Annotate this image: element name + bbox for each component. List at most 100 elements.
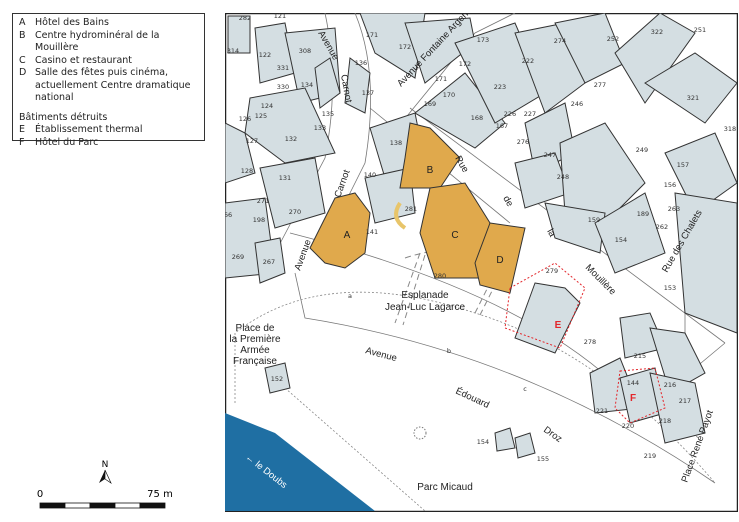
scale-start: 0	[37, 489, 43, 500]
svg-text:216: 216	[664, 381, 676, 389]
svg-text:262: 262	[656, 223, 668, 231]
svg-text:171: 171	[435, 75, 447, 83]
letter-e: E	[555, 320, 562, 331]
svg-text:189: 189	[637, 210, 649, 218]
lot-a: a	[348, 292, 352, 300]
svg-text:249: 249	[636, 146, 648, 154]
river-doubs	[225, 413, 375, 511]
letter-c: C	[451, 230, 458, 241]
svg-text:167: 167	[496, 122, 508, 130]
cadastral-map[interactable]: A B C D E F a b c Avenue Carnot Carnot A…	[225, 13, 738, 512]
letter-a: A	[344, 230, 351, 241]
street-carnot-top: Carnot	[338, 74, 354, 104]
svg-text:155: 155	[537, 455, 549, 463]
fountain-icon	[413, 426, 427, 440]
svg-text:Jean-Luc Lagarce: Jean-Luc Lagarce	[385, 302, 465, 313]
svg-text:218: 218	[659, 417, 671, 425]
svg-text:226: 226	[504, 110, 516, 118]
svg-text:135: 135	[322, 110, 334, 118]
lot-b: b	[447, 347, 451, 355]
svg-text:308: 308	[299, 47, 311, 55]
svg-text:122: 122	[259, 51, 271, 59]
svg-text:172: 172	[399, 43, 411, 51]
north-arrow-icon	[99, 470, 105, 483]
svg-text:198: 198	[253, 216, 265, 224]
scale-bar	[39, 502, 166, 509]
svg-text:248: 248	[557, 173, 569, 181]
letter-d: D	[496, 255, 503, 266]
svg-text:281: 281	[405, 205, 417, 213]
svg-text:Parc Micaud: Parc Micaud	[417, 482, 473, 493]
svg-text:321: 321	[687, 94, 699, 102]
svg-text:140: 140	[364, 171, 376, 179]
svg-text:330: 330	[277, 83, 289, 91]
svg-text:322: 322	[651, 28, 663, 36]
svg-text:144: 144	[627, 379, 639, 387]
svg-text:132: 132	[285, 135, 297, 143]
svg-text:215: 215	[634, 352, 646, 360]
building-a-hotel-des-bains[interactable]	[309, 192, 371, 269]
svg-text:127: 127	[246, 137, 258, 145]
svg-text:Armée: Armée	[240, 345, 270, 356]
svg-text:121: 121	[274, 13, 286, 20]
svg-text:276: 276	[517, 138, 529, 146]
svg-text:252: 252	[607, 35, 619, 43]
svg-text:126: 126	[239, 115, 251, 123]
svg-text:153: 153	[664, 284, 676, 292]
svg-text:Place de: Place de	[236, 323, 275, 334]
scale-and-north: N 0 75 m	[37, 460, 173, 509]
svg-text:270: 270	[289, 208, 301, 216]
svg-text:131: 131	[279, 174, 291, 182]
svg-text:la Première: la Première	[229, 334, 281, 345]
svg-text:138: 138	[390, 139, 402, 147]
svg-text:331: 331	[277, 64, 289, 72]
scale-end: 75 m	[147, 489, 173, 500]
svg-text:136: 136	[355, 59, 367, 67]
street-de: de	[500, 194, 515, 209]
letter-b: B	[427, 165, 434, 176]
svg-text:219: 219	[644, 452, 656, 460]
buildings	[225, 13, 738, 459]
svg-text:222: 222	[522, 57, 534, 65]
svg-text:66: 66	[225, 211, 232, 219]
building-d-salle-des-fetes[interactable]	[474, 222, 526, 294]
building-f-hotel-du-parc[interactable]	[614, 367, 666, 424]
svg-text:221: 221	[596, 407, 608, 415]
svg-text:Française: Française	[233, 356, 277, 367]
svg-text:282: 282	[239, 14, 251, 22]
legend-destroyed-heading: Bâtiments détruits	[19, 111, 108, 123]
svg-text:279: 279	[546, 267, 558, 275]
svg-text:271: 271	[257, 197, 269, 205]
svg-text:220: 220	[622, 422, 634, 430]
svg-text:217: 217	[679, 397, 691, 405]
svg-text:159: 159	[588, 216, 600, 224]
north-label: N	[102, 460, 109, 470]
svg-text:137: 137	[362, 89, 374, 97]
svg-text:263: 263	[668, 205, 680, 213]
fountain-arc	[394, 201, 407, 230]
svg-text:247: 247	[544, 151, 556, 159]
svg-text:269: 269	[232, 253, 244, 261]
svg-text:227: 227	[524, 110, 536, 118]
svg-text:173: 173	[477, 36, 489, 44]
letter-f: F	[630, 393, 636, 404]
svg-text:278: 278	[584, 338, 596, 346]
svg-text:251: 251	[694, 26, 706, 34]
svg-text:168: 168	[471, 114, 483, 122]
svg-text:171: 171	[366, 31, 378, 39]
svg-text:154: 154	[477, 438, 489, 446]
svg-text:124: 124	[261, 102, 273, 110]
svg-text:170: 170	[443, 91, 455, 99]
svg-text:133: 133	[314, 124, 326, 132]
svg-text:274: 274	[554, 37, 566, 45]
svg-text:314: 314	[227, 47, 239, 55]
svg-text:280: 280	[434, 272, 446, 280]
building-e-etablissement-thermal[interactable]	[504, 262, 586, 349]
parcel-numbers: 282 121 314 122 308 331 330 134 124 125 …	[225, 13, 736, 463]
